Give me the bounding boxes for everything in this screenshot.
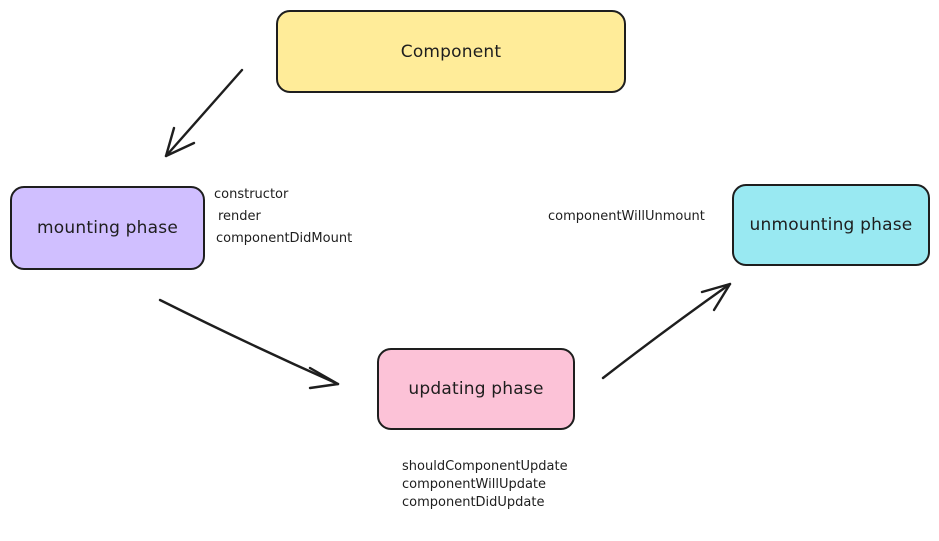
unmounting-methods-note: componentWillUnmount — [548, 206, 705, 228]
method-constructor: constructor — [214, 187, 289, 202]
arrow-component-to-mounting — [164, 68, 244, 158]
method-componentwillunmount: componentWillUnmount — [548, 209, 705, 224]
arrowhead-component-to-mounting — [164, 126, 196, 158]
method-componentdidmount: componentDidMount — [216, 231, 353, 246]
method-render: render — [218, 209, 261, 224]
method-componentwillupdate: componentWillUpdate — [402, 477, 547, 492]
method-componentdidupdate: componentDidUpdate — [402, 495, 545, 510]
mounting-phase-label: mounting phase — [37, 218, 178, 238]
arrowhead-mounting-to-updating — [308, 366, 340, 390]
updating-phase-node: updating phase — [377, 348, 575, 430]
updating-methods-note: shouldComponentUpdate componentWillUpdat… — [402, 458, 568, 512]
mounting-phase-node: mounting phase — [10, 186, 205, 270]
unmounting-phase-node: unmounting phase — [732, 184, 930, 266]
unmounting-phase-label: unmounting phase — [749, 215, 913, 235]
method-shouldcomponentupdate: shouldComponentUpdate — [402, 459, 568, 474]
arrowhead-updating-to-unmounting — [700, 282, 732, 312]
arrow-updating-to-unmounting — [601, 282, 732, 380]
component-node-label: Component — [400, 41, 502, 62]
arrow-mounting-to-updating — [158, 298, 340, 386]
component-node: Component — [276, 10, 626, 93]
updating-phase-label: updating phase — [408, 379, 544, 399]
mounting-methods-note: constructor render componentDidMount — [214, 184, 352, 250]
